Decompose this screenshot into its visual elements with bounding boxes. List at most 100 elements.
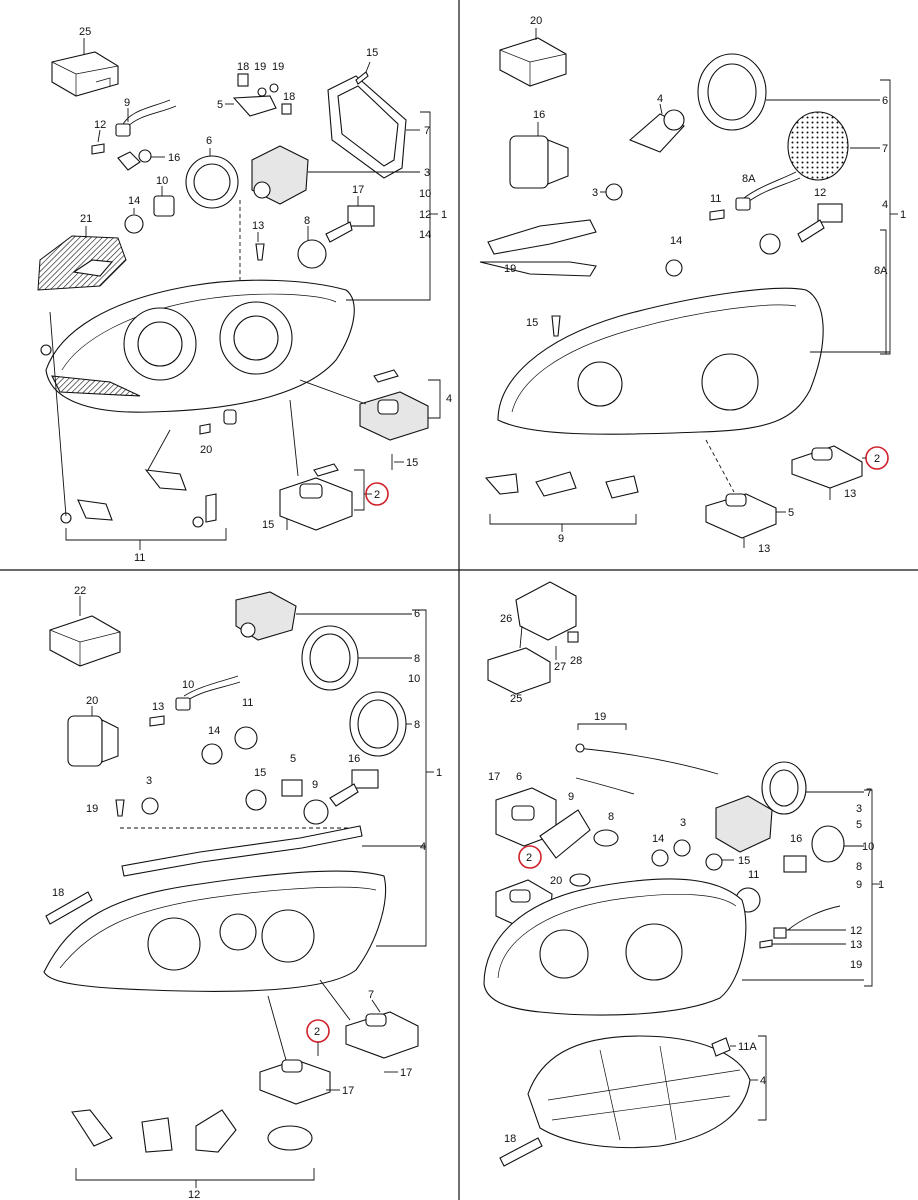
label-8: 8	[414, 719, 420, 731]
label-1: 1	[900, 209, 906, 221]
label-27: 27	[554, 661, 566, 673]
label-14: 14	[419, 229, 431, 241]
label-8: 8	[304, 215, 310, 227]
label-17: 17	[488, 771, 500, 783]
label-3: 3	[680, 817, 686, 829]
label-10: 10	[182, 679, 194, 691]
label-17: 17	[342, 1085, 354, 1097]
label-17: 17	[400, 1067, 412, 1079]
label-10: 10	[419, 188, 431, 200]
label-12: 12	[850, 925, 862, 937]
label-5: 5	[290, 753, 296, 765]
label-9: 9	[856, 879, 862, 891]
label-12: 12	[419, 209, 431, 221]
label-11: 11	[748, 869, 759, 881]
label-2: 2	[374, 489, 380, 501]
label-20: 20	[530, 15, 542, 27]
label-6: 6	[882, 95, 888, 107]
label-13: 13	[152, 701, 164, 713]
label-4: 4	[882, 199, 888, 211]
label-19: 19	[504, 263, 516, 275]
label-18: 18	[504, 1133, 516, 1145]
label-13: 13	[844, 488, 856, 500]
label-5: 5	[856, 819, 862, 831]
label-5: 5	[788, 507, 794, 519]
label-6: 6	[516, 771, 522, 783]
label-25: 25	[79, 26, 91, 38]
label-10: 10	[156, 175, 168, 187]
label-3: 3	[146, 775, 152, 787]
label-13: 13	[850, 939, 862, 951]
label-8: 8	[608, 811, 614, 823]
label-16: 16	[533, 109, 545, 121]
label-1: 1	[878, 879, 884, 891]
label-8A: 8A	[874, 265, 888, 277]
label-8: 8	[856, 861, 862, 873]
label-4: 4	[657, 93, 663, 105]
label-13: 13	[252, 220, 264, 232]
label-15: 15	[526, 317, 538, 329]
quadrant-bottom-right	[483, 581, 880, 1167]
quadrant-top-right	[479, 28, 898, 548]
label-9: 9	[558, 533, 564, 545]
label-19: 19	[594, 711, 606, 723]
control-unit-2	[279, 463, 353, 531]
label-4: 4	[420, 841, 426, 853]
label-12: 12	[814, 187, 826, 199]
label-16: 16	[168, 152, 180, 164]
label-7: 7	[882, 143, 888, 155]
label-17: 17	[352, 184, 364, 196]
label-3: 3	[592, 187, 598, 199]
label-28: 28	[570, 655, 582, 667]
label-10: 10	[408, 673, 420, 685]
control-unit-25	[51, 51, 119, 97]
label-13: 13	[758, 543, 770, 555]
label-19: 19	[254, 61, 266, 73]
label-26: 26	[500, 613, 512, 625]
label-2: 2	[874, 453, 880, 465]
label-15: 15	[738, 855, 750, 867]
highlight-circle-part-2	[365, 482, 389, 506]
label-11: 11	[710, 193, 721, 205]
label-11A: 11A	[738, 1041, 757, 1053]
label-8A: 8A	[742, 173, 756, 185]
label-10: 10	[862, 841, 874, 853]
label-3: 3	[424, 167, 430, 179]
label-20: 20	[86, 695, 98, 707]
label-18: 18	[283, 91, 295, 103]
label-5: 5	[217, 99, 223, 111]
label-8: 8	[414, 653, 420, 665]
control-unit-4	[359, 369, 429, 441]
label-4: 4	[446, 393, 452, 405]
label-9: 9	[568, 791, 574, 803]
label-9: 9	[312, 779, 318, 791]
label-18: 18	[237, 61, 249, 73]
label-25: 25	[510, 693, 522, 705]
label-12: 12	[94, 119, 106, 131]
label-19: 19	[272, 61, 284, 73]
label-14: 14	[128, 195, 140, 207]
label-20: 20	[200, 444, 212, 456]
label-14: 14	[208, 725, 220, 737]
label-12: 12	[188, 1189, 200, 1200]
label-15: 15	[406, 457, 418, 469]
label-7: 7	[866, 787, 872, 799]
label-15: 15	[366, 47, 378, 59]
label-11: 11	[134, 552, 145, 564]
label-20: 20	[550, 875, 562, 887]
label-3: 3	[856, 803, 862, 815]
label-15: 15	[262, 519, 274, 531]
quadrant-bottom-left	[43, 591, 434, 1188]
label-7: 7	[368, 989, 374, 1001]
label-6: 6	[414, 608, 420, 620]
label-18: 18	[52, 887, 64, 899]
label-9: 9	[124, 97, 130, 109]
highlight-circle-part-2	[518, 845, 542, 869]
label-22: 22	[74, 585, 86, 597]
label-19: 19	[86, 803, 98, 815]
label-7: 7	[424, 125, 430, 137]
label-2: 2	[314, 1026, 320, 1038]
label-15: 15	[254, 767, 266, 779]
label-19: 19	[850, 959, 862, 971]
